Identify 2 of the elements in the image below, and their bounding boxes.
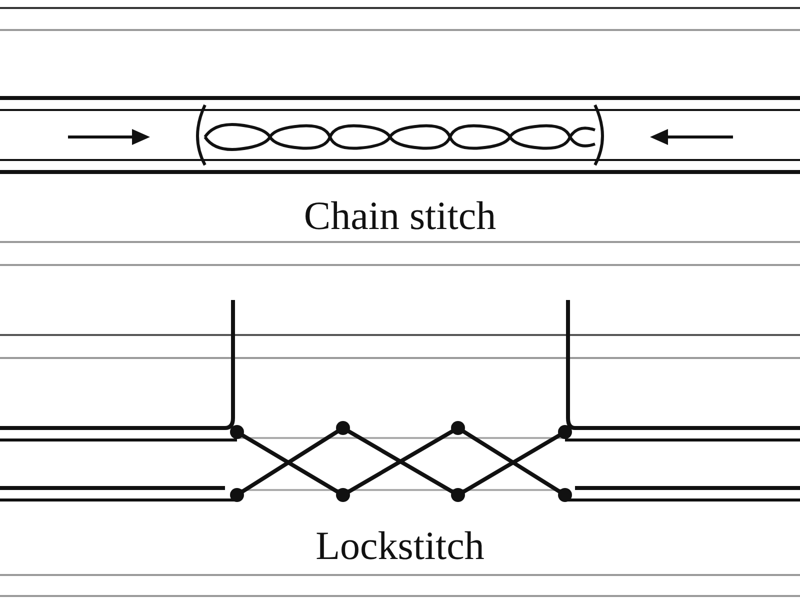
stitch-caption: Chain stitch [304,192,496,239]
stitch-caption: Lockstitch [316,522,484,569]
